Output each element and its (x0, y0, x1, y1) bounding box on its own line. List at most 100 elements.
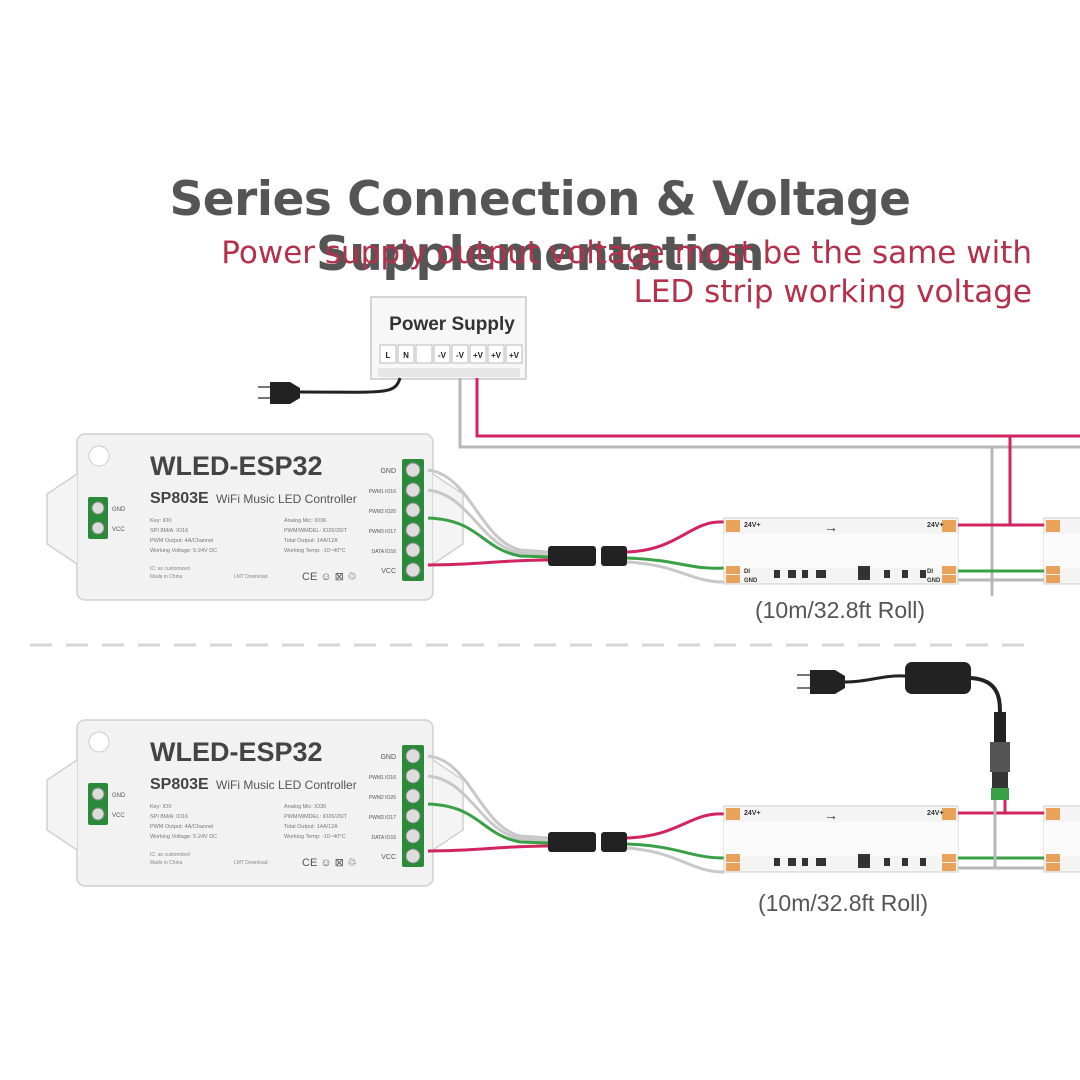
controller-footer-2: Made in China (150, 574, 182, 580)
power-supply-terminal (451, 344, 469, 364)
data-direction-arrow: → (824, 807, 838, 823)
input-label: VCC (112, 813, 125, 819)
screw-terminal (405, 542, 421, 558)
controller-brand: WLED-ESP32 (150, 451, 323, 481)
strip-top-labels: 24V+ 24V+ DI GND DI GND → (744, 519, 944, 584)
strip-bottom-labels: 24V+ 24V+ → (744, 807, 944, 823)
terminal-label: -V (438, 351, 447, 360)
power-supply-terminal (505, 344, 523, 364)
input-label: VCC (112, 527, 125, 533)
pad-label: 24V+ (927, 522, 944, 529)
ac-plug-icon (258, 377, 402, 404)
page-title: Series Connection & Voltage Supplementat… (169, 172, 911, 282)
led-strip-bottom-next (1043, 805, 1080, 873)
screw-terminal (405, 462, 421, 478)
port-label: GND (380, 468, 396, 475)
controller-top-labels: WLED-ESP32 SP803E WiFi Music LED Control… (150, 451, 357, 583)
roll-label-top: (10m/32.8ft Roll) (755, 597, 925, 623)
roll-label-bottom: (10m/32.8ft Roll) (758, 890, 928, 916)
screw-terminal (91, 521, 105, 535)
input-terminal-top: GND VCC (88, 497, 126, 539)
terminal-label: +V (491, 351, 502, 360)
screw-terminal (405, 828, 421, 844)
power-supply-terminal (433, 344, 451, 364)
terminal-label: +V (509, 351, 520, 360)
screw-terminal (91, 787, 105, 801)
pad-label: 24V+ (744, 810, 761, 817)
controller-model: SP803E (150, 490, 209, 507)
screw-terminal (91, 501, 105, 515)
spec-line: PWM Output: 4A/Channel (150, 538, 213, 544)
port-label: DATA IO16 (371, 549, 396, 555)
download-label: LMT Download (234, 574, 268, 580)
terminal-label: N (403, 351, 409, 360)
spec-line: Key: IO0 (150, 518, 171, 524)
download-label: LMT Download (234, 860, 268, 866)
screw-terminal (91, 807, 105, 821)
controller-subtitle: WiFi Music LED Controller (216, 778, 357, 792)
spec-line: Analog Mic: IO36 (284, 518, 326, 524)
spec-line: Analog Mic: IO36 (284, 804, 326, 810)
port-label: PWM1 IO16 (369, 775, 396, 781)
wiring-bottom (427, 754, 725, 874)
power-supply-label: Power Supply (389, 314, 515, 335)
pad-label: DI (927, 569, 933, 575)
port-label: PWM3 IO17 (369, 529, 396, 535)
power-adapter-icon (797, 662, 1010, 800)
led-strip-top-next (1043, 517, 1080, 585)
controller-footer-2: Made in China (150, 860, 182, 866)
pad-label: 24V+ (927, 810, 944, 817)
pad-label: GND (744, 578, 758, 584)
spec-line: Total Output: 14A/12A (284, 538, 338, 544)
port-label: PWM2 IO26 (369, 795, 396, 801)
voltage-note-line-2: LED strip working voltage (633, 274, 1032, 310)
terminal-label: +V (473, 351, 484, 360)
pad-label: GND (927, 578, 941, 584)
port-label: DATA IO16 (371, 835, 396, 841)
spec-line: Working Voltage: 5-24V DC (150, 834, 217, 840)
power-supply-terminal (379, 344, 397, 364)
pad-label: 24V+ (744, 522, 761, 529)
screw-terminal (405, 788, 421, 804)
input-label: GND (112, 507, 126, 513)
port-label: PWM1 IO16 (369, 489, 396, 495)
port-label: VCC (381, 568, 396, 575)
screw-terminal (405, 768, 421, 784)
screw-terminal (405, 848, 421, 864)
voltage-note-line-1: Power supply output voltage must be the … (221, 235, 1032, 271)
spec-line: PWM/WMDEL: IO26/26IT (284, 528, 348, 534)
controller-brand: WLED-ESP32 (150, 737, 323, 767)
power-supply-terminal (469, 344, 487, 364)
screw-terminal (405, 522, 421, 538)
port-label: VCC (381, 854, 396, 861)
spec-line: Total Output: 14A/12A (284, 824, 338, 830)
screw-terminal (405, 502, 421, 518)
input-terminal-bottom: GND VCC (88, 783, 126, 825)
screw-terminal (405, 562, 421, 578)
spec-line: Working Voltage: 5-24V DC (150, 548, 217, 554)
cert-marks: CE ☺ ⊠ ♲ (302, 857, 357, 869)
controller-model: SP803E (150, 776, 209, 793)
terminal-label: -V (456, 351, 465, 360)
port-label: PWM3 IO17 (369, 815, 396, 821)
spec-line: PWM/WMDEL: IO26/26IT (284, 814, 348, 820)
power-supply-terminal (397, 344, 415, 364)
power-supply-terminal (415, 344, 433, 364)
screw-terminal (405, 482, 421, 498)
spec-line: Key: IO0 (150, 804, 171, 810)
port-label: GND (380, 754, 396, 761)
spec-line: SPI 8M/A: IO16 (150, 814, 188, 820)
input-label: GND (112, 793, 126, 799)
controller-bottom-labels: WLED-ESP32 SP803E WiFi Music LED Control… (150, 737, 357, 869)
spec-line: SPI 8M/A: IO16 (150, 528, 188, 534)
data-direction-arrow: → (824, 519, 838, 535)
controller-subtitle: WiFi Music LED Controller (216, 492, 357, 506)
cert-marks: CE ☺ ⊠ ♲ (302, 571, 357, 583)
screw-terminal (405, 808, 421, 824)
power-supply-terminal (487, 344, 505, 364)
